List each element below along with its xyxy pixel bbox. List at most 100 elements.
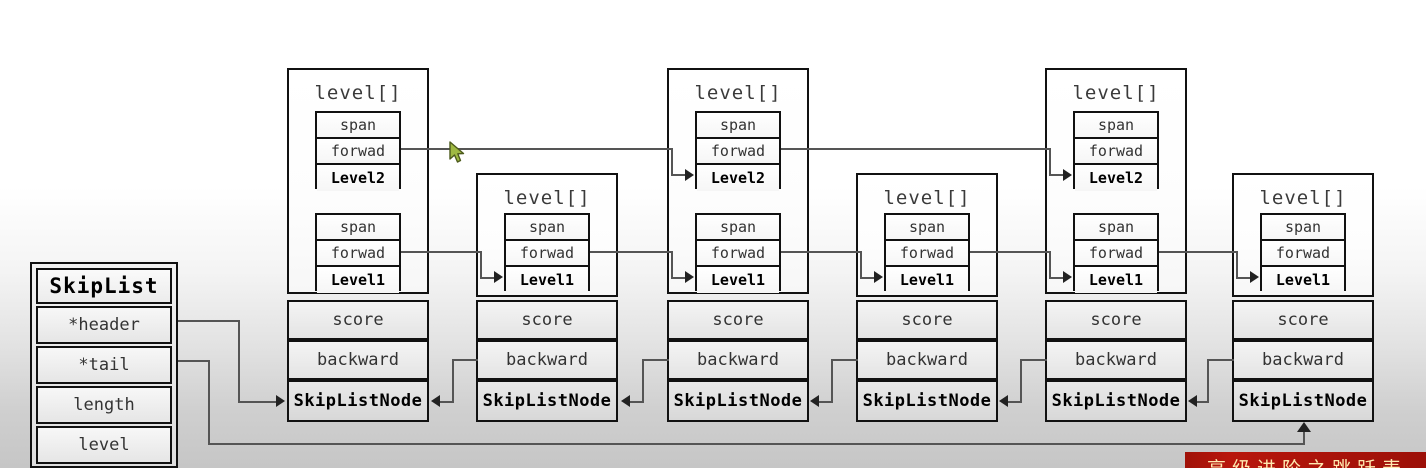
node-6-level-array-label: level[] [1259, 187, 1347, 209]
node-2-level1-span: span [506, 215, 588, 241]
skiplist-field-level: level [36, 426, 172, 464]
level1-forward-4-line-h2 [1049, 277, 1065, 279]
node-3-level2-group: span forwad Level2 [695, 111, 781, 191]
level2-forward-2-line-v [1049, 148, 1051, 175]
node-5-level2-label: Level2 [1075, 165, 1157, 191]
skiplist-field-tail: *tail [36, 346, 172, 384]
node-5-level1-group: span forwad Level1 [1073, 213, 1159, 293]
level2-forward-1-line-h1 [401, 148, 672, 150]
header-pointer-arrowhead [276, 395, 285, 407]
tail-pointer-arrowhead [1297, 422, 1311, 432]
level1-forward-1-line-h2 [480, 277, 496, 279]
header-pointer-line-h2 [238, 401, 278, 403]
node-6-backward: backward [1232, 340, 1374, 380]
level1-forward-3-line-v [860, 251, 862, 278]
backward-5-line-h2 [1008, 401, 1022, 403]
node-2-level1-forward: forwad [506, 241, 588, 267]
node-1-score: score [287, 300, 429, 340]
header-pointer-line-v [238, 320, 240, 402]
level2-forward-1-arrowhead [685, 169, 694, 181]
backward-4-line-v [831, 359, 833, 402]
node-4-level1-label: Level1 [886, 267, 968, 293]
node-5-level-array-label: level[] [1072, 82, 1160, 104]
backward-4-arrowhead [810, 395, 819, 407]
node-6-level1-group: span forwad Level1 [1260, 213, 1346, 293]
backward-5-line-v [1020, 359, 1022, 402]
tail-pointer-line-h2 [208, 443, 1305, 445]
backward-3-line-h1 [642, 359, 669, 361]
level1-forward-5-line-h2 [1236, 277, 1252, 279]
node-5-level1-span: span [1075, 215, 1157, 241]
node-3-level-array-label: level[] [694, 82, 782, 104]
backward-2-line-v [452, 359, 454, 402]
node-2-backward: backward [476, 340, 618, 380]
backward-2-line-h1 [452, 359, 478, 361]
node-6-level1-span: span [1262, 215, 1344, 241]
node-2-level1-group: span forwad Level1 [504, 213, 590, 293]
node-2-score: score [476, 300, 618, 340]
node-1-level2-forward: forwad [317, 139, 399, 165]
backward-6-arrowhead [1188, 395, 1197, 407]
backward-6-line-v [1207, 359, 1209, 402]
node-3-level2-label: Level2 [697, 165, 779, 191]
level1-forward-3-line-h2 [860, 277, 876, 279]
node-4-backward: backward [856, 340, 998, 380]
node-1-level1-group: span forwad Level1 [315, 213, 401, 293]
backward-4-line-h1 [831, 359, 858, 361]
node-3-score: score [667, 300, 809, 340]
node-5-level1-label: Level1 [1075, 267, 1157, 293]
node-6-level1-label: Level1 [1262, 267, 1344, 293]
tail-pointer-line-v2 [1303, 432, 1305, 444]
node-1-level2-label: Level2 [317, 165, 399, 191]
node-1-backward: backward [287, 340, 429, 380]
node-4-level1-forward: forwad [886, 241, 968, 267]
node-2-skiplistnode: SkipListNode [476, 380, 618, 422]
node-1-level1-label: Level1 [317, 267, 399, 293]
level2-forward-1-line-h2 [671, 174, 687, 176]
level2-forward-2-line-h1 [781, 148, 1050, 150]
tail-pointer-line-v1 [208, 360, 210, 444]
node-1-skiplistnode: SkipListNode [287, 380, 429, 422]
level1-forward-5-line-h1 [1159, 251, 1237, 253]
node-6-level1-forward: forwad [1262, 241, 1344, 267]
node-6-skiplistnode: SkipListNode [1232, 380, 1374, 422]
node-1-level1-forward: forwad [317, 241, 399, 267]
node-5-skiplistnode: SkipListNode [1045, 380, 1187, 422]
level1-forward-3-line-h1 [781, 251, 861, 253]
backward-2-arrowhead [431, 395, 440, 407]
node-5-score: score [1045, 300, 1187, 340]
node-1-level2-span: span [317, 113, 399, 139]
backward-6-line-h1 [1207, 359, 1234, 361]
banner-text: 高级进阶之跳跃表 [1207, 454, 1407, 468]
node-2-level1-label: Level1 [506, 267, 588, 293]
node-1-level2-group: span forwad Level2 [315, 111, 401, 191]
node-5-backward: backward [1045, 340, 1187, 380]
level1-forward-1-line-h1 [401, 251, 481, 253]
skiplist-struct-title: SkipList [36, 268, 172, 304]
skiplist-field-header: *header [36, 306, 172, 344]
level1-forward-4-line-v [1049, 251, 1051, 278]
node-5-level1-forward: forwad [1075, 241, 1157, 267]
node-3-level1-span: span [697, 215, 779, 241]
level1-forward-2-line-h1 [590, 251, 672, 253]
node-4-level1-span: span [886, 215, 968, 241]
skiplist-struct: SkipList *header *tail length level [30, 262, 178, 468]
node-3-backward: backward [667, 340, 809, 380]
backward-3-arrowhead [621, 395, 630, 407]
node-3-level1-group: span forwad Level1 [695, 213, 781, 293]
level2-forward-2-line-h2 [1049, 174, 1065, 176]
tail-pointer-line-h1 [178, 360, 210, 362]
node-2-level-array-label: level[] [503, 187, 591, 209]
node-5-level2-group: span forwad Level2 [1073, 111, 1159, 191]
node-3-level1-label: Level1 [697, 267, 779, 293]
level2-forward-1-line-v [671, 148, 673, 175]
level1-forward-2-arrowhead [685, 271, 694, 283]
node-4-skiplistnode: SkipListNode [856, 380, 998, 422]
level1-forward-1-line-v [480, 251, 482, 278]
node-1-level-array-label: level[] [314, 82, 402, 104]
level1-forward-2-line-v [671, 251, 673, 278]
node-3-level2-forward: forwad [697, 139, 779, 165]
level1-forward-4-line-h1 [970, 251, 1050, 253]
backward-5-arrowhead [999, 395, 1008, 407]
backward-3-line-v [642, 359, 644, 402]
